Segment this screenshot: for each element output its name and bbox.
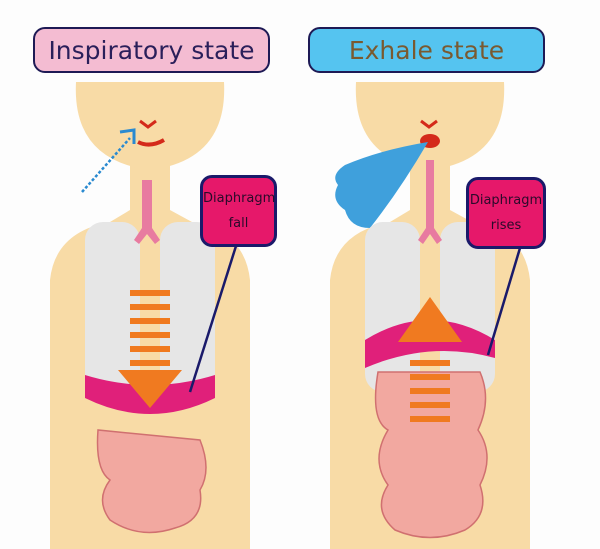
diaphragm-rises-callout: Diaphragm rises [466, 177, 546, 249]
inhale-arrow [81, 137, 131, 193]
right-callout-pointer [486, 247, 522, 356]
left-mouth [137, 138, 165, 147]
right-diaphragm [365, 320, 495, 368]
exhale-breath-icon [335, 142, 428, 228]
right-lung-left [365, 222, 420, 392]
left-nose [139, 119, 157, 129]
callout-line-1: Diaphragm [469, 193, 543, 208]
down-arrow [118, 290, 182, 408]
inhale-arrowhead [119, 128, 136, 144]
up-arrow [398, 297, 462, 422]
exhale-state-title: Exhale state [308, 27, 545, 73]
left-lung-left [85, 222, 140, 392]
left-trachea [134, 180, 160, 244]
right-figure [330, 82, 530, 549]
left-lung-right [160, 222, 215, 392]
callout-line-1: Diaphragm [203, 191, 276, 206]
inspiratory-state-title: Inspiratory state [33, 27, 270, 73]
callout-line-2: rises [490, 218, 522, 233]
diaphragm-fall-callout: Diaphragm fall [200, 175, 277, 247]
right-trachea [418, 160, 442, 244]
right-nose [420, 119, 438, 129]
left-figure [50, 82, 250, 549]
left-intestine [96, 429, 207, 534]
left-callout-pointer [188, 245, 238, 393]
callout-line-2: fall [228, 216, 249, 231]
right-intestine [374, 371, 488, 539]
